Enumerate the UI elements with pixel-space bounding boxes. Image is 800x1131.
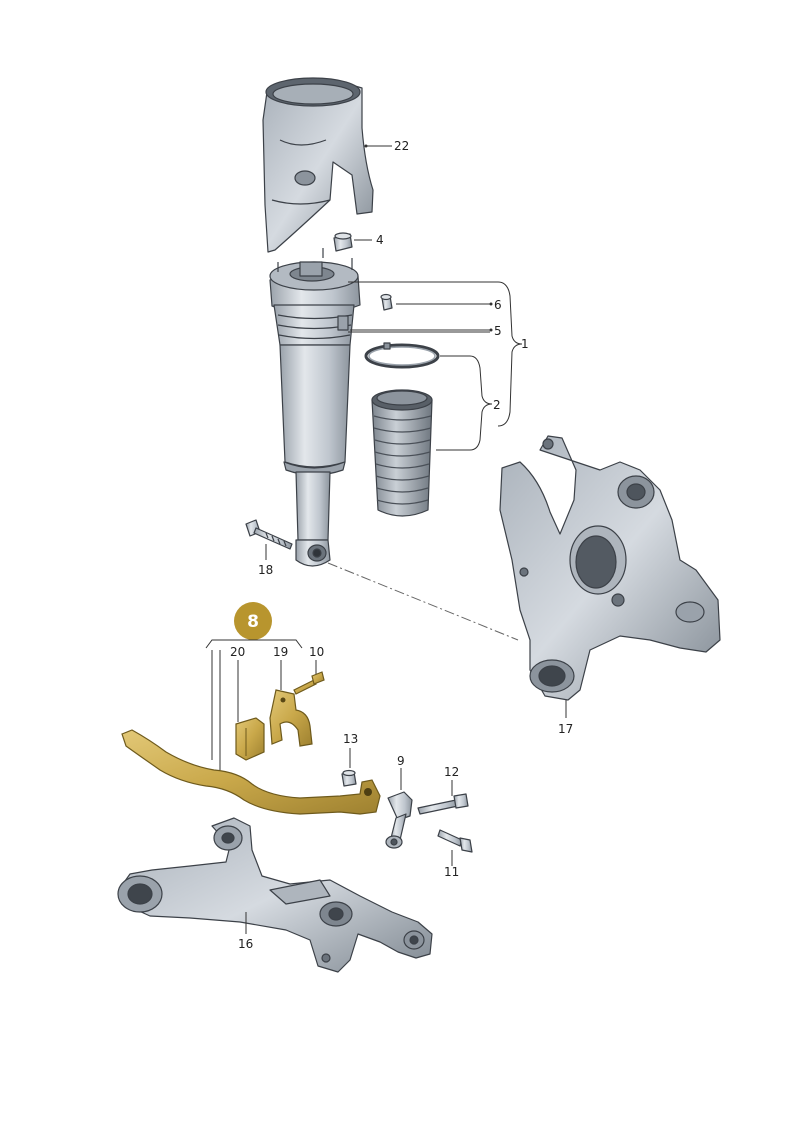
- callout-11: 11: [444, 865, 459, 879]
- retaining-clip: [337, 315, 349, 331]
- callout-22: 22: [394, 139, 409, 153]
- stabilizer-bushing[interactable]: [235, 717, 265, 761]
- callout-17: 17: [558, 722, 573, 736]
- bracket-bolt[interactable]: [293, 671, 325, 695]
- callout-10: 10: [309, 645, 324, 659]
- callout-2: 2: [493, 398, 501, 412]
- anti-roll-bar[interactable]: [121, 729, 381, 815]
- link-nut: [341, 769, 357, 787]
- air-spring-cover: [262, 77, 374, 253]
- callout-20: 20: [230, 645, 245, 659]
- air-valve: [380, 293, 393, 311]
- callout-4: 4: [376, 233, 384, 247]
- steering-knuckle: [499, 435, 721, 701]
- top-mount-nut: [333, 232, 353, 252]
- callout-12: 12: [444, 765, 459, 779]
- clamp-ring: [364, 342, 440, 369]
- highlight-badge-8[interactable]: 8: [234, 602, 272, 640]
- callout-16: 16: [238, 937, 253, 951]
- coupling-bolt-lower: [437, 829, 473, 853]
- highlight-number: 8: [247, 612, 259, 632]
- callout-19: 19: [273, 645, 288, 659]
- coupling-rod: [385, 791, 413, 849]
- callout-9: 9: [397, 754, 405, 768]
- coupling-bolt-upper: [417, 793, 469, 815]
- air-strut-assembly: [269, 248, 361, 567]
- callout-6: 6: [494, 298, 502, 312]
- callout-5: 5: [494, 324, 502, 338]
- callout-1: 1: [521, 337, 529, 351]
- callout-13: 13: [343, 732, 358, 746]
- protective-boot: [371, 389, 433, 517]
- strut-lower-bolt: [245, 519, 293, 550]
- lower-control-arm: [117, 817, 433, 973]
- bushing-bracket[interactable]: [269, 689, 313, 747]
- callout-18: 18: [258, 563, 273, 577]
